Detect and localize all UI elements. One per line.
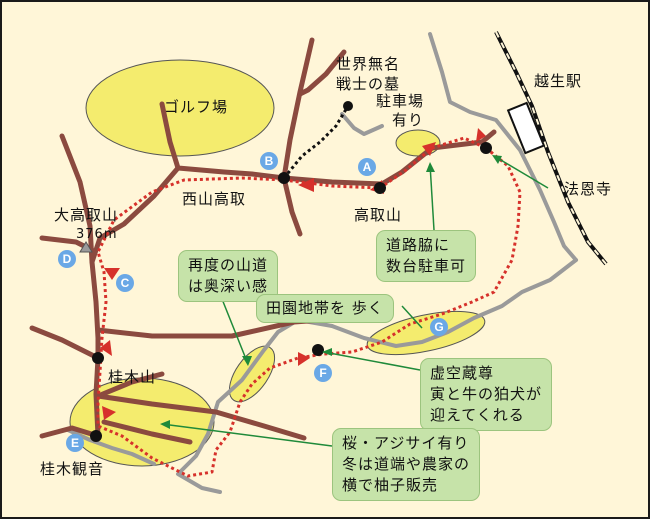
forest-path-area (228, 345, 276, 403)
road-west-ridge (89, 165, 181, 265)
station-building (506, 101, 546, 155)
memorial-label: 世界無名 戦士の墓 (336, 55, 401, 93)
waypoint-dot (278, 172, 290, 184)
road-katsuragi-west (29, 325, 101, 361)
summit-icon (79, 241, 93, 253)
railway-line (494, 31, 608, 266)
roadside-parking-note: 道路脇に 数台駐車可 (376, 230, 477, 282)
golf-course-label: ゴルフ場 (164, 98, 229, 116)
point-b: B (260, 152, 278, 170)
point-f: F (314, 364, 332, 382)
sakura-note: 桜・アジサイ有り 冬は道端や農家の 横で柚子販売 (332, 428, 481, 501)
arrow-icon (298, 352, 310, 366)
road-kannon-inner (101, 419, 193, 445)
arrow-icon (422, 142, 436, 156)
farmland-note: 田園地帯を 歩く (256, 294, 394, 323)
river-north (340, 112, 384, 136)
point-a: A (358, 158, 376, 176)
point-d: D (58, 250, 76, 268)
nishiyama-label: 西山高取 (182, 190, 247, 208)
callout-line (401, 305, 423, 329)
road-north-spur (281, 37, 315, 181)
waypoint-dot (312, 344, 324, 356)
callout-arrowhead (322, 348, 332, 356)
point-g: G (430, 318, 448, 336)
road-ridge-south (89, 259, 101, 361)
waypoint-dot (343, 101, 353, 111)
river-middle (330, 258, 578, 348)
callout-line (429, 163, 435, 231)
arrow-icon (298, 178, 314, 192)
callout-arrowhead (426, 162, 435, 172)
callout-line (323, 351, 421, 371)
waypoint-dot (90, 430, 102, 442)
waypoint-dot (374, 182, 386, 194)
arrow-icon (102, 406, 116, 420)
road-kannon-east (95, 393, 307, 441)
callout-arrowhead (492, 155, 502, 164)
river-east (428, 32, 578, 262)
kannon-label: 桂木観音 (40, 460, 105, 478)
kannon-area (69, 377, 215, 467)
parking-label: 駐車場 有り (376, 92, 425, 129)
takatori-label: 高取山 (354, 206, 403, 224)
road-main-west (159, 101, 287, 181)
kokuzo-note: 虚空蔵尊 寅と牛の狛犬が 迎えてくれる (420, 358, 553, 431)
mountain-path-note: 再度の山道 は奥深い感 (178, 250, 279, 302)
arrow-icon (104, 268, 120, 280)
otakatori-label: 大高取山 (54, 206, 119, 224)
golf-course-area (85, 59, 275, 157)
road-northwest (59, 133, 95, 265)
callout-arrowhead (242, 356, 252, 366)
katsuragi-label: 桂木山 (108, 368, 157, 386)
road-east (281, 129, 497, 187)
waypoint-dot (92, 352, 104, 364)
callout-line (161, 423, 333, 447)
point-e: E (66, 434, 84, 452)
road-north-spur-2 (297, 49, 347, 97)
arrow-icon (100, 340, 112, 356)
elevation-label: 376m (76, 227, 118, 242)
callout-line (493, 155, 549, 189)
river-west (66, 428, 156, 466)
waypoint-dot (480, 142, 492, 154)
road-kannon-north (95, 371, 165, 399)
arrow-icon (476, 128, 486, 142)
callout-arrowhead (160, 420, 170, 429)
road-takatori (281, 175, 303, 237)
road-kannon-west (39, 425, 101, 439)
river-south (176, 318, 334, 494)
temple-label: 法恩寺 (564, 180, 613, 198)
callout-line (219, 293, 249, 365)
memorial-path (282, 105, 350, 179)
point-c: C (116, 274, 134, 292)
station-label: 越生駅 (534, 72, 583, 90)
